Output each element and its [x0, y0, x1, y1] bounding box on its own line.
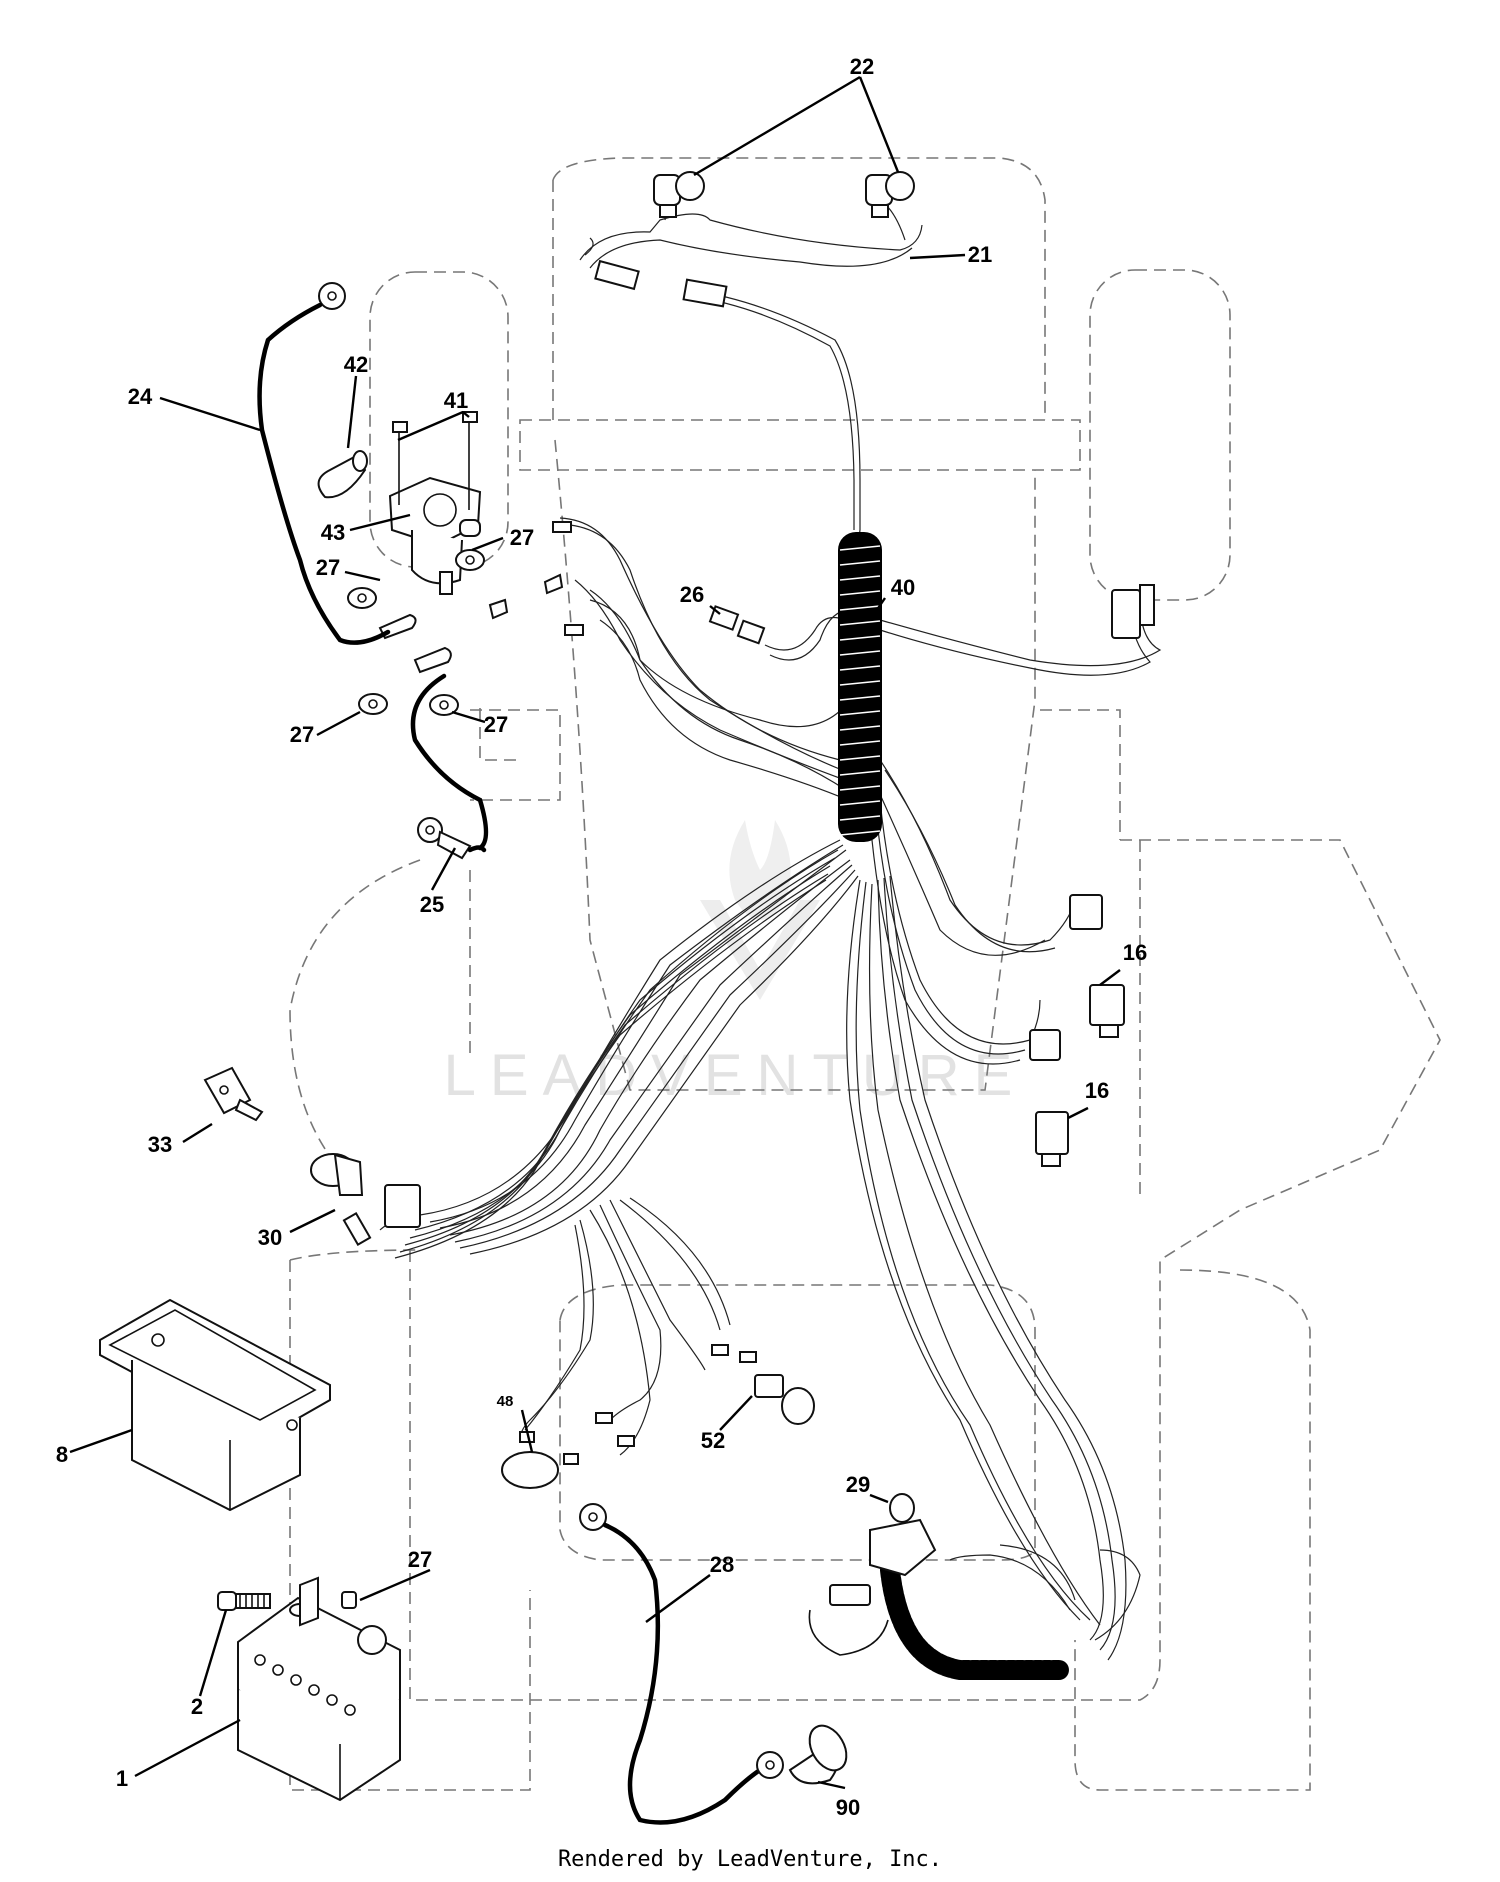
callout-27-lower-right: 27 [484, 712, 508, 737]
callout-90: 90 [836, 1795, 860, 1820]
callout-27-lower-left: 27 [290, 722, 314, 747]
bolt-2 [217, 1576, 357, 1627]
callout-2: 2 [191, 1694, 203, 1719]
callout-40: 40 [891, 575, 915, 600]
lamp-52 [711, 1344, 815, 1425]
callout-42: 42 [344, 352, 368, 377]
callout-27-battery: 27 [408, 1547, 432, 1572]
callout-25: 25 [420, 892, 444, 917]
harness-wires [379, 184, 1162, 1661]
wire-loom-40 [838, 532, 882, 842]
terminal-boot-90 [788, 1724, 848, 1785]
watermark: LEADVENTURE [444, 820, 1027, 1108]
callout-29: 29 [846, 1472, 870, 1497]
switch-16-upper [1069, 894, 1125, 1038]
switch-29 [808, 1493, 937, 1656]
battery-tray-8 [99, 1298, 331, 1512]
nut-27-c [358, 693, 388, 715]
ground-cable-28 [579, 1503, 784, 1825]
terminal-lugs [378, 521, 584, 674]
callout-26: 26 [680, 582, 704, 607]
callout-8: 8 [56, 1442, 68, 1467]
callout-16-upper: 16 [1123, 940, 1147, 965]
switch-16-lower [1029, 1029, 1069, 1167]
callout-27-right: 27 [510, 525, 534, 550]
solenoid-43 [388, 411, 482, 595]
callout-22: 22 [850, 54, 874, 79]
ignition-switch-30 [310, 1153, 421, 1246]
nut-27-d [429, 694, 459, 716]
callout-52: 52 [701, 1428, 725, 1453]
nut-27-a [347, 587, 377, 609]
lamp-48 [501, 1412, 635, 1489]
ignition-key-33 [203, 1066, 264, 1122]
callout-28: 28 [710, 1552, 734, 1577]
callout-48: 48 [497, 1393, 514, 1410]
callout-16-lower: 16 [1085, 1078, 1109, 1103]
callout-43: 43 [321, 520, 345, 545]
callout-21: 21 [968, 242, 992, 267]
wire-loom-lower [880, 1560, 1070, 1680]
seat-switch-connector [1111, 584, 1155, 639]
watermark-text: LEADVENTURE [444, 1043, 1027, 1108]
leader-lines [69, 75, 1121, 1790]
callout-27-left: 27 [316, 555, 340, 580]
battery-1 [237, 1596, 401, 1802]
callout-30: 30 [258, 1225, 282, 1250]
headlight-right [865, 171, 915, 218]
callout-33: 33 [148, 1132, 172, 1157]
callout-labels: 22 21 24 42 41 43 27 27 27 27 25 26 40 1… [56, 54, 1147, 1820]
terminal-boot-42 [317, 450, 368, 499]
battery-cable-25 [410, 673, 489, 860]
battery-cable-24 [257, 282, 391, 645]
callout-1: 1 [116, 1766, 128, 1791]
footer-credit: Rendered by LeadVenture, Inc. [557, 1847, 943, 1872]
headlight-harness-connector [594, 259, 728, 308]
headlight-left [653, 171, 705, 218]
callout-41: 41 [444, 388, 468, 413]
nut-27-b [455, 549, 485, 571]
callout-24: 24 [128, 384, 153, 409]
